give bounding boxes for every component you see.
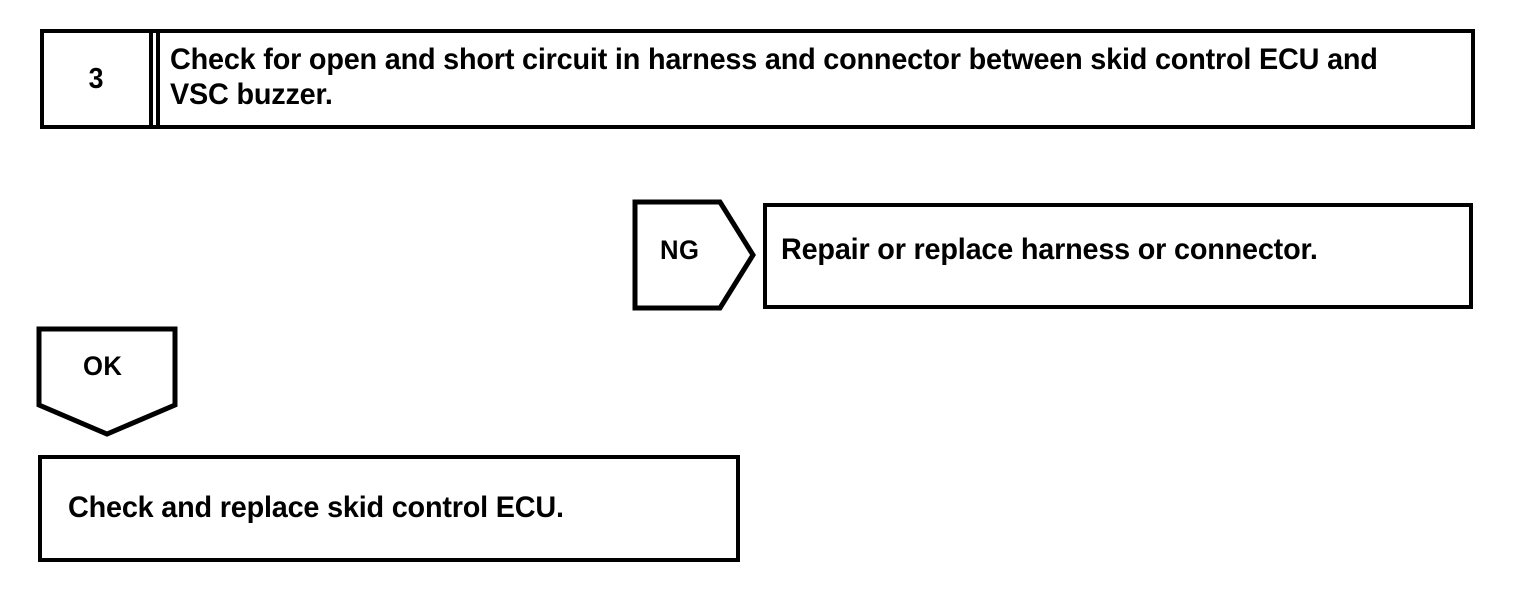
ng-result-text: Repair or replace harness or connector.: [781, 233, 1318, 266]
ng-branch-arrow: NG: [632, 199, 757, 311]
step-number: 3: [89, 62, 104, 95]
step-instruction-text: Check for open and short circuit in harn…: [170, 43, 1378, 111]
ng-result-box: Repair or replace harness or connector.: [763, 203, 1473, 309]
step-row: 3 Check for open and short circuit in ha…: [40, 29, 1475, 129]
step-number-cell: 3: [44, 33, 149, 125]
ng-branch-label: NG: [660, 235, 700, 265]
ok-branch-label: OK: [83, 351, 123, 381]
ok-result-text: Check and replace skid control ECU.: [68, 491, 564, 524]
pentagon-right-icon: [632, 199, 756, 311]
ok-result-box: Check and replace skid control ECU.: [38, 455, 740, 562]
pentagon-down-icon: [36, 326, 178, 437]
ok-branch-arrow: OK: [36, 326, 178, 438]
step-divider-line-outer: [149, 33, 153, 125]
step-divider-line-inner: [156, 33, 160, 125]
